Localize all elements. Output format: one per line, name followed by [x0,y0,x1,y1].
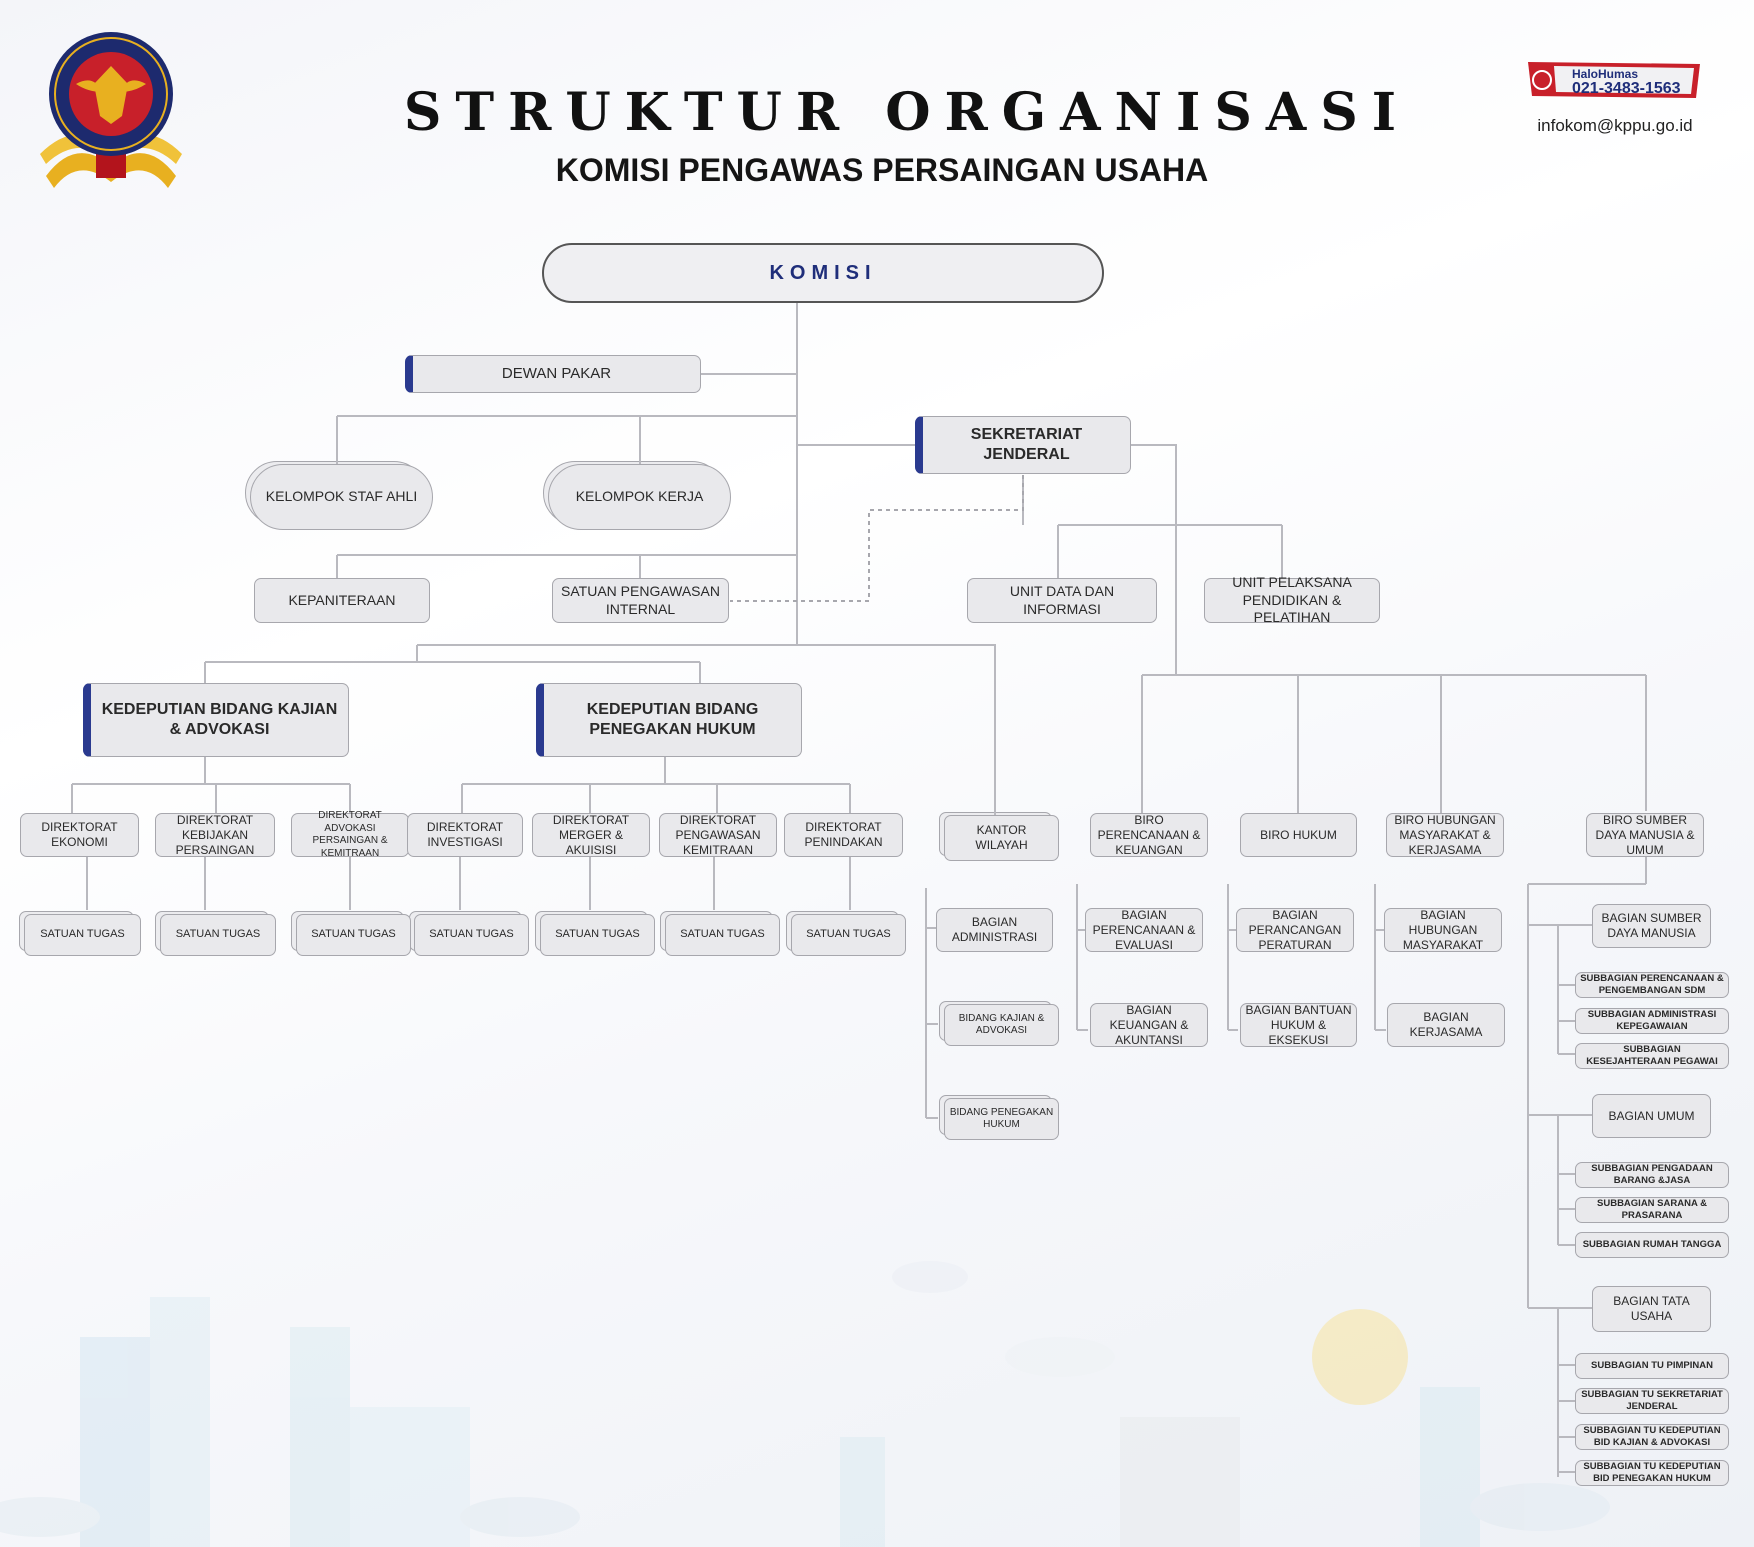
sub-tu-penegakan-box[interactable]: SUBBAGIAN TU KEDEPUTIAN BID PENEGAKAN HU… [1575,1460,1729,1486]
bag-sdm-box[interactable]: BAGIAN SUMBER DAYA MANUSIA [1592,904,1711,948]
biro-humas-box[interactable]: BIRO HUBUNGAN MASYARAKAT & KERJASAMA [1386,813,1504,857]
bag-bantuan-box[interactable]: BAGIAN BANTUAN HUKUM & EKSEKUSI [1240,1003,1357,1047]
bag-kerjasama-box[interactable]: BAGIAN KERJASAMA [1387,1003,1505,1047]
dir-investigasi-box[interactable]: DIREKTORAT INVESTIGASI [407,813,523,857]
halo-humas-badge [1528,62,1700,98]
sub-tu-sekjen-box[interactable]: SUBBAGIAN TU SEKRETARIAT JENDERAL [1575,1388,1729,1414]
kw-administrasi-box[interactable]: BAGIAN ADMINISTRASI [936,908,1053,952]
page-title: STRUKTUR ORGANISASI [403,82,1411,143]
dir-merger-box[interactable]: DIREKTORAT MERGER & AKUISISI [532,813,650,857]
bag-keuangan-box[interactable]: BAGIAN KEUANGAN & AKUNTANSI [1090,1003,1208,1047]
biro-hukum-box[interactable]: BIRO HUKUM [1240,813,1357,857]
deputi-kajian-box[interactable]: KEDEPUTIAN BIDANG KAJIAN & ADVOKASI [83,683,349,757]
satuan-tugas-box[interactable]: SATUAN TUGAS [291,911,411,956]
komisi-box[interactable]: KOMISI [542,243,1104,303]
contact-email[interactable]: infokom@kppu.go.id [1537,116,1693,135]
halo-humas-phone: 021-3483-1563 [1572,80,1681,97]
kw-penegakan-box[interactable]: BIDANG PENEGAKAN HUKUM [939,1095,1059,1140]
spi-box[interactable]: SATUAN PENGAWASAN INTERNAL [552,578,729,623]
dewan-pakar-box[interactable]: DEWAN PAKAR [405,355,701,393]
sub-tu-kajian-box[interactable]: SUBBAGIAN TU KEDEPUTIAN BID KAJIAN & ADV… [1575,1424,1729,1450]
kepaniteraan-box[interactable]: KEPANITERAAN [254,578,430,623]
unit-data-box[interactable]: UNIT DATA DAN INFORMASI [967,578,1157,623]
sub-adm-kepeg-box[interactable]: SUBBAGIAN ADMINISTRASI KEPEGAWAIAN [1575,1008,1729,1034]
page-subtitle: KOMISI PENGAWAS PERSAINGAN USAHA [555,152,1209,188]
bag-tata-usaha-box[interactable]: BAGIAN TATA USAHA [1592,1286,1711,1332]
kppu-logo [40,32,182,188]
bag-umum-box[interactable]: BAGIAN UMUM [1592,1094,1711,1138]
halo-humas-label: HaloHumas [1572,67,1639,81]
city-skyline-illustration [0,1261,1610,1547]
deputi-penegakan-box[interactable]: KEDEPUTIAN BIDANG PENEGAKAN HUKUM [536,683,802,757]
bag-humas-box[interactable]: BAGIAN HUBUNGAN MASYARAKAT [1384,908,1502,952]
unit-pelaksana-box[interactable]: UNIT PELAKSANA PENDIDIKAN & PELATIHAN [1204,574,1380,625]
sub-kesejahteraan-box[interactable]: SUBBAGIAN KESEJAHTERAAN PEGAWAI [1575,1043,1729,1069]
sekjen-box[interactable]: SEKRETARIAT JENDERAL [915,416,1131,474]
biro-sdm-box[interactable]: BIRO SUMBER DAYA MANUSIA & UMUM [1586,813,1704,857]
kw-kajian-box[interactable]: BIDANG KAJIAN & ADVOKASI [939,1001,1059,1046]
satuan-tugas-box[interactable]: SATUAN TUGAS [409,911,529,956]
staf-ahli-box[interactable]: KELOMPOK STAF AHLI [245,461,433,530]
bag-perencanaan-box[interactable]: BAGIAN PERENCANAAN & EVALUASI [1085,908,1203,952]
sub-sarana-box[interactable]: SUBBAGIAN SARANA & PRASARANA [1575,1197,1729,1223]
kantor-wilayah-box[interactable]: KANTOR WILAYAH [939,812,1059,861]
satuan-tugas-box[interactable]: SATUAN TUGAS [535,911,655,956]
satuan-tugas-box[interactable]: SATUAN TUGAS [155,911,276,956]
kelompok-kerja-box[interactable]: KELOMPOK KERJA [543,461,731,530]
dir-kebijakan-box[interactable]: DIREKTORAT KEBIJAKAN PERSAINGAN [155,813,275,857]
satuan-tugas-box[interactable]: SATUAN TUGAS [660,911,780,956]
satuan-tugas-box[interactable]: SATUAN TUGAS [19,911,141,956]
sub-perencanaan-sdm-box[interactable]: SUBBAGIAN PERENCANAAN & PENGEMBANGAN SDM [1575,972,1729,998]
sub-tu-pimpinan-box[interactable]: SUBBAGIAN TU PIMPINAN [1575,1353,1729,1379]
satuan-tugas-box[interactable]: SATUAN TUGAS [786,911,906,956]
dir-penindakan-box[interactable]: DIREKTORAT PENINDAKAN [784,813,903,857]
dir-advokasi-box[interactable]: DIREKTORAT ADVOKASI PERSAINGAN & KEMITRA… [291,810,409,859]
sub-rumah-tangga-box[interactable]: SUBBAGIAN RUMAH TANGGA [1575,1232,1729,1258]
bag-perancangan-box[interactable]: BAGIAN PERANCANGAN PERATURAN [1236,908,1354,952]
biro-perencanaan-box[interactable]: BIRO PERENCANAAN & KEUANGAN [1090,813,1208,857]
dir-pengawasan-box[interactable]: DIREKTORAT PENGAWASAN KEMITRAAN [659,813,777,857]
dir-ekonomi-box[interactable]: DIREKTORAT EKONOMI [20,813,139,857]
sub-pengadaan-box[interactable]: SUBBAGIAN PENGADAAN BARANG &JASA [1575,1162,1729,1188]
